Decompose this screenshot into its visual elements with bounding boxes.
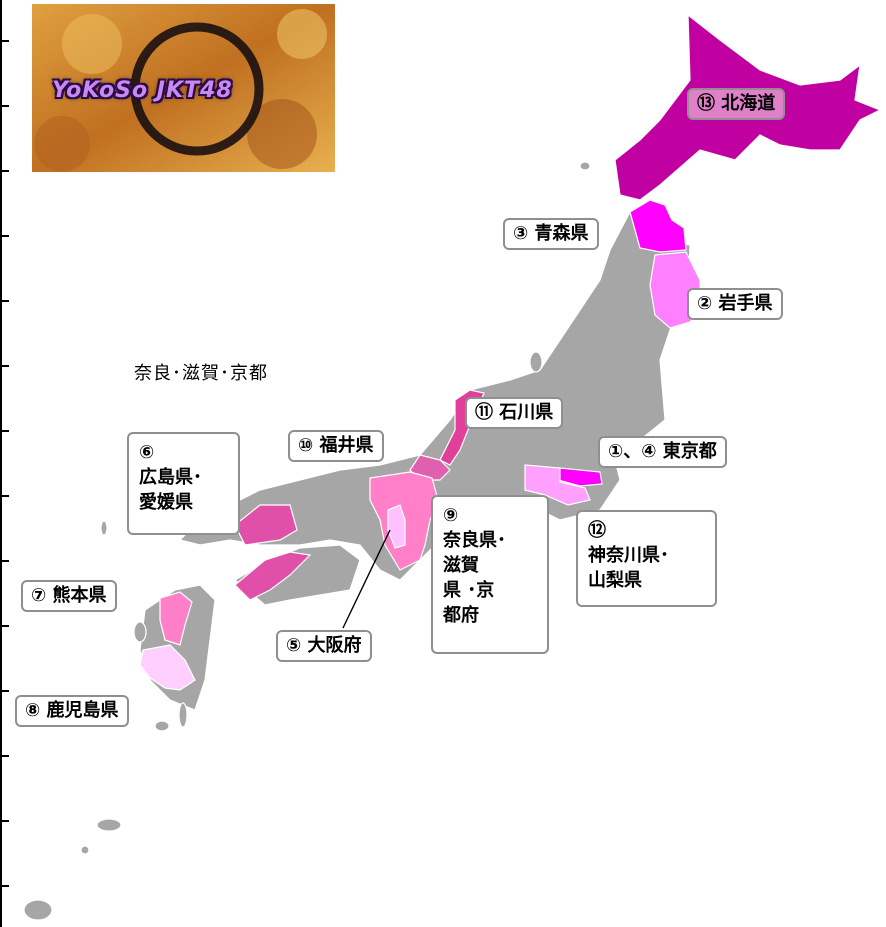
edge-tick — [0, 755, 9, 757]
fukui-region — [409, 454, 451, 481]
label-nara-line1: ⑨ — [443, 505, 459, 526]
osaka-leader-line — [342, 529, 391, 629]
label-hokkaido: ⑬ 北海道 — [687, 88, 786, 120]
label-kanagawa-line3: 山梨県 — [588, 570, 642, 591]
label-ishikawa: ⑪ 石川県 — [465, 397, 564, 429]
osaka-region — [387, 504, 406, 549]
kagoshima-region — [139, 644, 196, 691]
edge-tick — [0, 430, 9, 432]
label-hiroshima-line3: 愛媛県 — [139, 492, 193, 513]
aomori-region — [629, 199, 687, 253]
label-hiroshima-line2: 広島県･ — [139, 467, 202, 488]
edge-tick — [0, 820, 9, 822]
edge-tick — [0, 365, 9, 367]
label-nara-shiga-kyoto: ⑨ 奈良県･ 滋賀 県 ･京 都府 — [431, 495, 549, 654]
edge-tick — [0, 105, 9, 107]
label-kanagawa-line1: ⑫ — [588, 520, 606, 541]
left-edge-rule — [0, 0, 2, 927]
sado-island — [529, 351, 543, 373]
kumamoto-region — [159, 591, 193, 646]
edge-tick — [0, 40, 9, 42]
okinawa-island — [23, 899, 53, 921]
logo-text: YoKoSo JKT48 — [52, 78, 233, 103]
hiroshima-region — [234, 504, 298, 546]
label-osaka: ⑤ 大阪府 — [276, 630, 372, 662]
label-hiroshima-ehime: ⑥ 広島県･ 愛媛県 — [127, 432, 240, 535]
yakushima-island — [154, 720, 170, 732]
edge-tick — [0, 885, 9, 887]
label-kumamoto: ⑦ 熊本県 — [21, 580, 117, 612]
kikai-island — [80, 845, 90, 855]
edge-tick — [0, 690, 9, 692]
label-hiroshima-line1: ⑥ — [139, 442, 155, 463]
goto-island — [133, 621, 147, 643]
yokoso-jkt48-logo: YoKoSo JKT48 — [32, 4, 335, 172]
edge-tick — [0, 625, 9, 627]
label-fukui: ⑩ 福井県 — [288, 430, 384, 462]
edge-tick — [0, 170, 9, 172]
tanegashima-island — [178, 702, 188, 728]
edge-tick — [0, 495, 9, 497]
edge-tick — [0, 560, 9, 562]
label-nara-line2: 奈良県･ — [443, 530, 506, 551]
kinki-caption: 奈良･滋賀･京都 — [134, 363, 268, 384]
amami-island — [96, 818, 122, 832]
label-nara-line5: 都府 — [443, 605, 479, 626]
kanagawa-yamanashi-region — [524, 464, 591, 506]
logo-background — [32, 4, 335, 172]
label-kagoshima: ⑧ 鹿児島県 — [15, 695, 129, 727]
label-aomori: ③ 青森県 — [503, 218, 599, 250]
edge-tick — [0, 300, 9, 302]
label-kanagawa-line2: 神奈川県･ — [588, 545, 669, 566]
tsushima-island — [100, 520, 108, 536]
rishiri-island — [579, 161, 591, 171]
label-iwate: ② 岩手県 — [687, 288, 783, 320]
label-nara-line3: 滋賀 — [443, 555, 479, 576]
label-nara-line4: 県 ･京 — [443, 580, 495, 601]
edge-tick — [0, 235, 9, 237]
label-tokyo: ①、④ 東京都 — [598, 436, 727, 468]
ehime-region — [234, 551, 312, 601]
label-kanagawa-yamanashi: ⑫ 神奈川県･ 山梨県 — [576, 510, 717, 607]
